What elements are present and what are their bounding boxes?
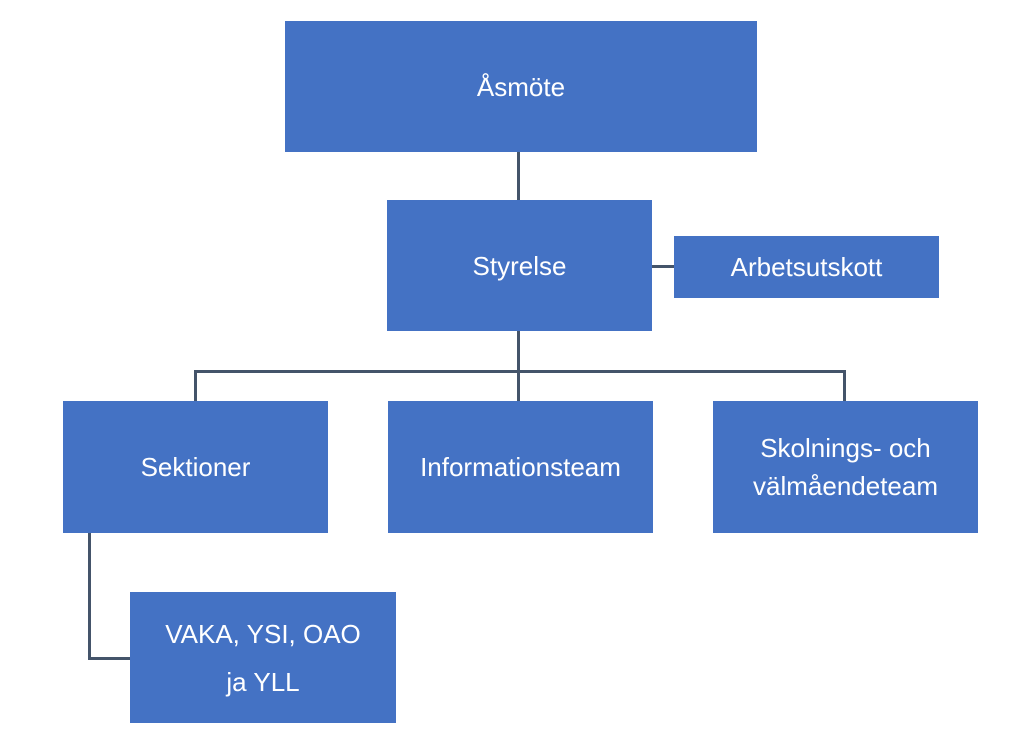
node-vaka: VAKA, YSI, OAO ja YLL bbox=[130, 592, 396, 723]
node-sektioner: Sektioner bbox=[63, 401, 328, 533]
connector-horizontal-bar bbox=[194, 370, 846, 373]
connector-to-sektioner bbox=[194, 370, 197, 401]
connector-styrelse-trunk bbox=[517, 331, 520, 401]
connector-styrelse-arbetsutskott bbox=[652, 265, 674, 268]
node-informationsteam-label: Informationsteam bbox=[420, 452, 621, 482]
node-informationsteam: Informationsteam bbox=[388, 401, 653, 533]
node-arbetsutskott-label: Arbetsutskott bbox=[730, 252, 883, 282]
node-skolnings: Skolnings- och välmåendeteam bbox=[713, 401, 978, 533]
node-skolnings-label-line1: Skolnings- och bbox=[760, 433, 931, 463]
node-asmote: Åsmöte bbox=[285, 21, 757, 152]
node-vaka-label-line2: ja YLL bbox=[226, 666, 300, 697]
node-sektioner-label: Sektioner bbox=[140, 452, 251, 482]
node-vaka-label-line1: VAKA, YSI, OAO bbox=[165, 618, 361, 649]
node-styrelse-label: Styrelse bbox=[472, 250, 567, 281]
node-asmote-label: Åsmöte bbox=[476, 71, 566, 102]
node-styrelse: Styrelse bbox=[387, 200, 652, 331]
node-arbetsutskott: Arbetsutskott bbox=[674, 236, 939, 298]
connector-to-skolnings bbox=[843, 370, 846, 401]
node-skolnings-label-line2: välmåendeteam bbox=[753, 471, 938, 501]
connector-sektioner-vertical bbox=[88, 533, 91, 660]
connector-sektioner-to-vaka bbox=[88, 657, 130, 660]
connector-asmote-styrelse bbox=[517, 152, 520, 200]
